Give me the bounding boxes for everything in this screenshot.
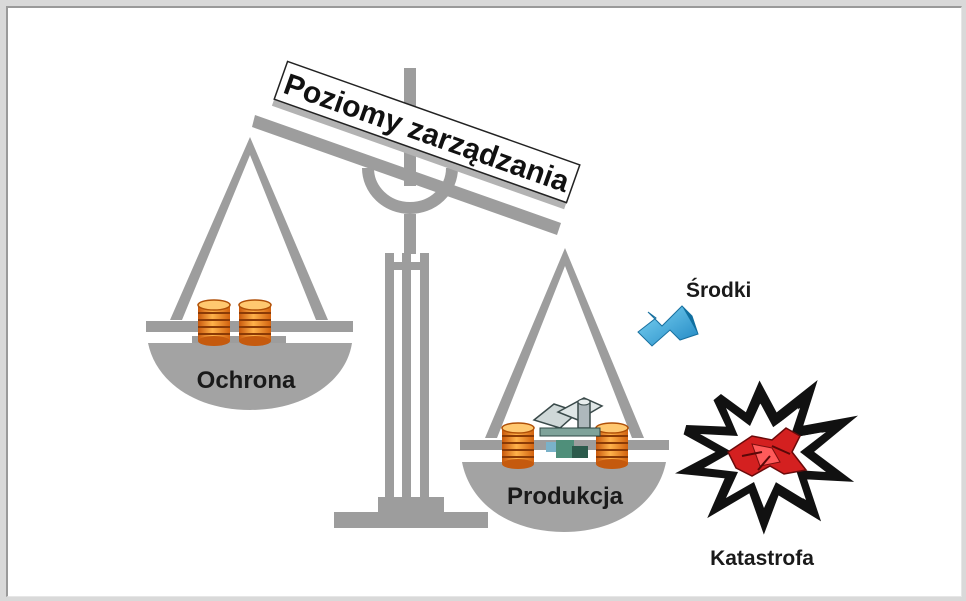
left-pan-label: Ochrona <box>197 367 296 394</box>
coin-stack-icon <box>238 299 272 347</box>
coin-stack-icon <box>197 299 231 347</box>
right-pan: Produkcja <box>460 248 669 532</box>
resources-label: Środki <box>686 278 751 302</box>
wreckage-shape <box>727 427 808 477</box>
scale-beam <box>252 115 561 235</box>
left-pan: Ochrona <box>146 137 353 410</box>
arrow-icon <box>637 305 699 347</box>
catastrophe-label: Katastrofa <box>710 547 814 570</box>
coin-stack-icon <box>501 422 535 470</box>
coin-stack-icon <box>595 422 629 470</box>
scale-stand <box>334 253 488 528</box>
factory-icon <box>532 397 604 458</box>
right-pan-label: Produkcja <box>507 483 624 510</box>
explosion-icon <box>675 380 859 535</box>
